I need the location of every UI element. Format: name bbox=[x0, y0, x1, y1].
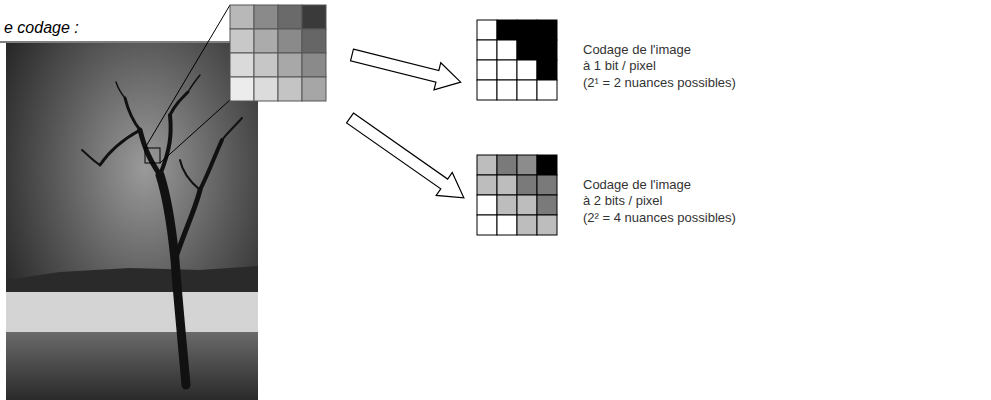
hollow-arrow bbox=[342, 41, 472, 209]
heading-fragment: e codage : bbox=[4, 20, 79, 36]
grid-2bit bbox=[477, 155, 557, 235]
caption-text: Codage de l'image à 1 bit / pixel bbox=[583, 42, 691, 74]
zoom-line bbox=[145, 5, 230, 148]
grid-1bit bbox=[477, 20, 557, 100]
rule-line bbox=[0, 42, 232, 43]
caption-note: (2¹ = 2 nuances possibles) bbox=[583, 75, 736, 91]
zoom-line bbox=[160, 100, 230, 163]
zoom-grid bbox=[230, 5, 326, 101]
tree-photo bbox=[6, 43, 258, 400]
caption-text: Codage de l'image à 2 bits / pixel bbox=[583, 177, 691, 209]
caption-note: (2² = 4 nuances possibles) bbox=[583, 210, 736, 226]
